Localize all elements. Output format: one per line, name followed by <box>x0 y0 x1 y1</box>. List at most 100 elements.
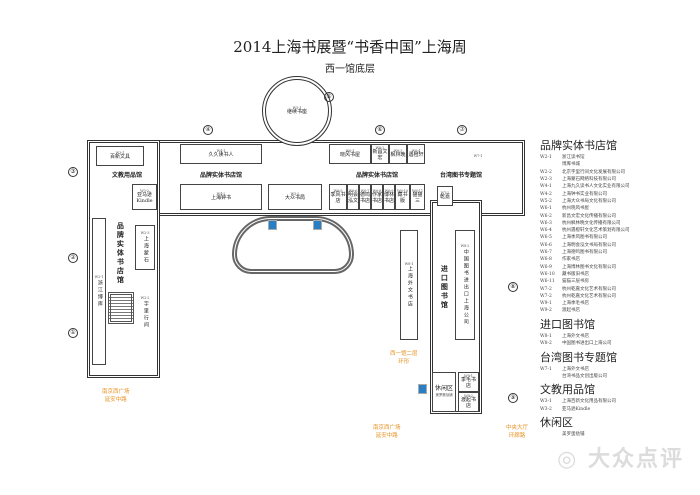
legend-exhibitor: 杭州晓风书屋 <box>562 206 589 212</box>
legend-exhibitor: 上海博林图书文化有限公司 <box>562 264 616 270</box>
booth-id: W6-2 <box>375 146 385 151</box>
booth-name: 上海蒙石 <box>142 235 149 264</box>
legend-booth-id: W2-3 <box>540 177 552 183</box>
booth-id: W3-1 <box>115 151 125 156</box>
booth-name: 字里行间 <box>142 300 149 329</box>
booth-name: 继续书座 <box>286 109 307 116</box>
floor-subtitle: 西一馆底层 <box>325 64 375 75</box>
booth-name: 渡起书店 <box>460 397 476 410</box>
booth-name: 德鸣书店 <box>360 192 371 205</box>
marker-7: ⑦ <box>457 125 467 135</box>
legend-booth-id: W3-2 <box>540 406 552 412</box>
section-import: 进口图书馆 <box>440 265 450 310</box>
stairwell <box>108 292 134 324</box>
booth-name: 枫林晚 <box>390 152 406 159</box>
legend-exhibitor: 渡起书店 <box>562 308 580 314</box>
booth-w7-1[interactable]: W7-1 <box>440 146 516 166</box>
legend-booth-id: W6-7 <box>540 250 552 256</box>
section-brand-top-2: 品牌实体书店馆 <box>356 172 399 179</box>
legend-booth-id: W8-2 <box>540 341 552 347</box>
restroom-icon <box>418 384 427 394</box>
section-leisure: 休闲区 <box>434 385 453 393</box>
legend-exhibitor: 博库书城 <box>562 162 580 168</box>
booth-name: 遇橙轩 <box>408 152 424 159</box>
booth-id: W7-1 <box>473 153 483 158</box>
legend-booth-id <box>540 431 562 438</box>
legend-exhibitor: 上海德鸣图书有限公司 <box>562 250 607 256</box>
legend-exhibitor: 上海百新文化用品有限公司 <box>562 399 616 405</box>
legend-booth-id: W6-8 <box>540 257 552 263</box>
booth-id: W6-9 <box>384 189 394 194</box>
booth-name: 上海外文书店 <box>406 266 413 309</box>
leisure-area[interactable]: 休闲区美罗蛋挞铺 <box>432 372 456 412</box>
restroom-icon <box>268 220 277 230</box>
legend-exhibitor: 浙江读书馆 <box>562 155 585 161</box>
direction-left-exit: 南京西广场 延安中路 <box>102 389 130 404</box>
legend-exhibitor: 上海季毛书店 <box>562 301 589 307</box>
booth-id: W5-2 <box>290 192 300 197</box>
marker-9: ⑨ <box>508 393 518 403</box>
booth-name: 晓风书屋 <box>339 152 360 159</box>
booth-name: 百新文具 <box>109 154 130 161</box>
legend-exhibitor: 上海明会泓文书局有限公司 <box>562 242 616 248</box>
booth-id: W7-2 <box>440 191 450 196</box>
booth-id: W4-2 <box>216 192 226 197</box>
booth-id: W4-1 <box>216 149 226 154</box>
legend-exhibitor: 猫猫三层书房 <box>562 279 589 285</box>
booth-name: 大众书局 <box>284 195 305 202</box>
booth-id: W6-8 <box>372 189 382 194</box>
section-brand-left: 品牌实体书店馆 <box>116 222 126 285</box>
marker-1: ① <box>68 328 78 338</box>
legend-booth-id <box>540 373 562 380</box>
legend-booth-id: W6-2 <box>540 213 552 219</box>
section-brand-top: 品牌实体书店馆 <box>200 172 243 179</box>
booth-name: 中国图书进出口上海公司 <box>462 248 469 326</box>
booth-name: 明会泓文 <box>348 192 359 205</box>
legend-booth-id: W7-1 <box>540 366 552 372</box>
booth-name: 浙江博库 <box>96 279 103 308</box>
legend-exhibitor: 中国图书进出口上海公司 <box>562 341 612 347</box>
legend-booth-id: W6-5 <box>540 235 552 241</box>
marker-4: ④ <box>203 125 213 135</box>
legend-booth-id: W6-3 <box>540 220 552 226</box>
watermark-logo: ◎ 大众点评 <box>557 447 684 472</box>
